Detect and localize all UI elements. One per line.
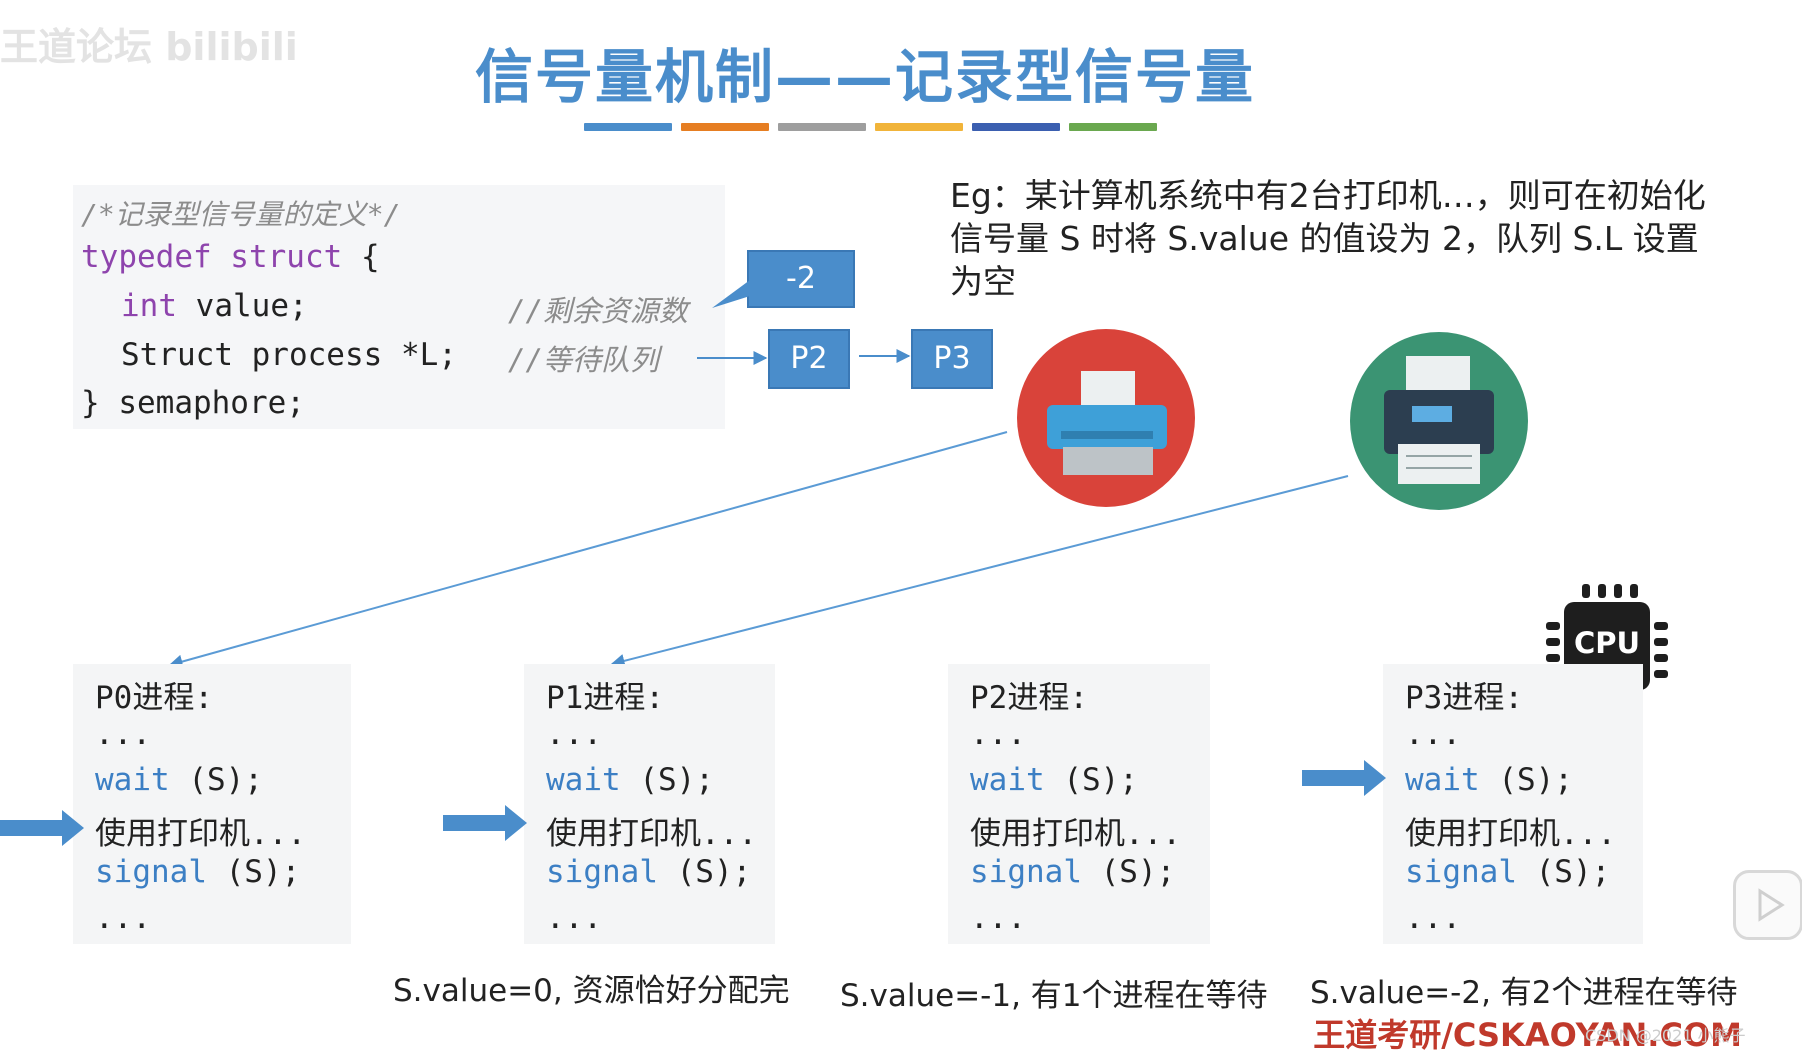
value-box: -2 [747, 250, 855, 308]
wait-call: wait (S); [95, 762, 263, 798]
use-printer: 使用打印机... [1405, 816, 1616, 852]
signal-call: signal (S); [546, 854, 752, 890]
queue-node-p2: P2 [768, 329, 850, 389]
signal-call: signal (S); [95, 854, 301, 890]
bilibili-watermark-logo: 王道论坛 bilibili [0, 25, 298, 69]
play-icon [1758, 888, 1785, 922]
process-p1-box: P1进程: ... wait (S); 使用打印机... signal (S);… [524, 664, 775, 944]
printer1-to-p0-line [168, 431, 1008, 669]
code-process-list: Struct process *L; [121, 337, 457, 373]
process-title: P3进程: [1405, 680, 1523, 716]
use-printer: 使用打印机... [546, 816, 757, 852]
value-callout-tail [712, 280, 750, 308]
exec-pointer-arrow-icon [0, 810, 84, 846]
cpu-label: CPU [1573, 626, 1641, 660]
use-printer: 使用打印机... [970, 816, 1181, 852]
strip-segment [584, 123, 672, 131]
strip-segment [778, 123, 866, 131]
wait-call: wait (S); [970, 762, 1138, 798]
ellipsis: ... [970, 900, 1026, 936]
strip-segment [972, 123, 1060, 131]
printer-red-icon [1017, 329, 1195, 507]
code-comment: /*记录型信号量的定义*/ [81, 198, 401, 231]
ellipsis: ... [546, 900, 602, 936]
semaphore-code-block: /*记录型信号量的定义*/ typedef struct { int value… [73, 185, 725, 429]
code-int-value: int value; [121, 288, 308, 324]
process-p3-box: P3进程: ... wait (S); 使用打印机... signal (S);… [1383, 664, 1643, 944]
code-comment-remaining: //剩余资源数 [508, 294, 688, 328]
csdn-watermark: CSDN @2021 小熊子 [1585, 1026, 1746, 1045]
strip-segment [1069, 123, 1157, 131]
ellipsis: ... [95, 716, 151, 752]
ellipsis: ... [1405, 900, 1461, 936]
process-title: P2进程: [970, 680, 1088, 716]
wait-call: wait (S); [546, 762, 714, 798]
signal-call: signal (S); [970, 854, 1176, 890]
status-text: S.value=0, 资源恰好分配完 [393, 973, 790, 1009]
use-printer: 使用打印机... [95, 816, 306, 852]
code-semaphore-close: } semaphore; [81, 385, 305, 421]
page-title: 信号量机制——记录型信号量 [474, 43, 1255, 111]
strip-segment [681, 123, 769, 131]
status-text: S.value=-1, 有1个进程在等待 [840, 978, 1268, 1014]
status-text: S.value=-2, 有2个进程在等待 [1310, 975, 1738, 1011]
example-text: Eg：某计算机系统中有2台打印机…，则可在初始化信号量 S 时将 S.value… [950, 176, 1706, 301]
signal-call: signal (S); [1405, 854, 1611, 890]
exec-pointer-arrow-icon [1302, 760, 1386, 796]
code-comment-queue: //等待队列 [508, 343, 659, 377]
ellipsis: ... [970, 716, 1026, 752]
ellipsis: ... [546, 716, 602, 752]
ellipsis: ... [1405, 716, 1461, 752]
process-title: P1进程: [546, 680, 664, 716]
process-p2-box: P2进程: ... wait (S); 使用打印机... signal (S);… [948, 664, 1210, 944]
queue-node-p3: P3 [911, 329, 993, 389]
title-color-strip [584, 123, 1157, 131]
footer-brand: 王道考研/CSKAOYAN.COM [1313, 1016, 1742, 1054]
wait-call: wait (S); [1405, 762, 1573, 798]
typedef-keyword: typedef struct [81, 239, 361, 275]
code-typedef: typedef struct { [81, 239, 380, 275]
play-button[interactable] [1733, 870, 1802, 940]
printer-green-icon [1350, 332, 1528, 510]
ellipsis: ... [95, 900, 151, 936]
process-title: P0进程: [95, 680, 213, 716]
printer2-to-p1-line [610, 475, 1349, 668]
strip-segment [875, 123, 963, 131]
exec-pointer-arrow-icon [443, 805, 527, 841]
process-p0-box: P0进程: ... wait (S); 使用打印机... signal (S);… [73, 664, 351, 944]
